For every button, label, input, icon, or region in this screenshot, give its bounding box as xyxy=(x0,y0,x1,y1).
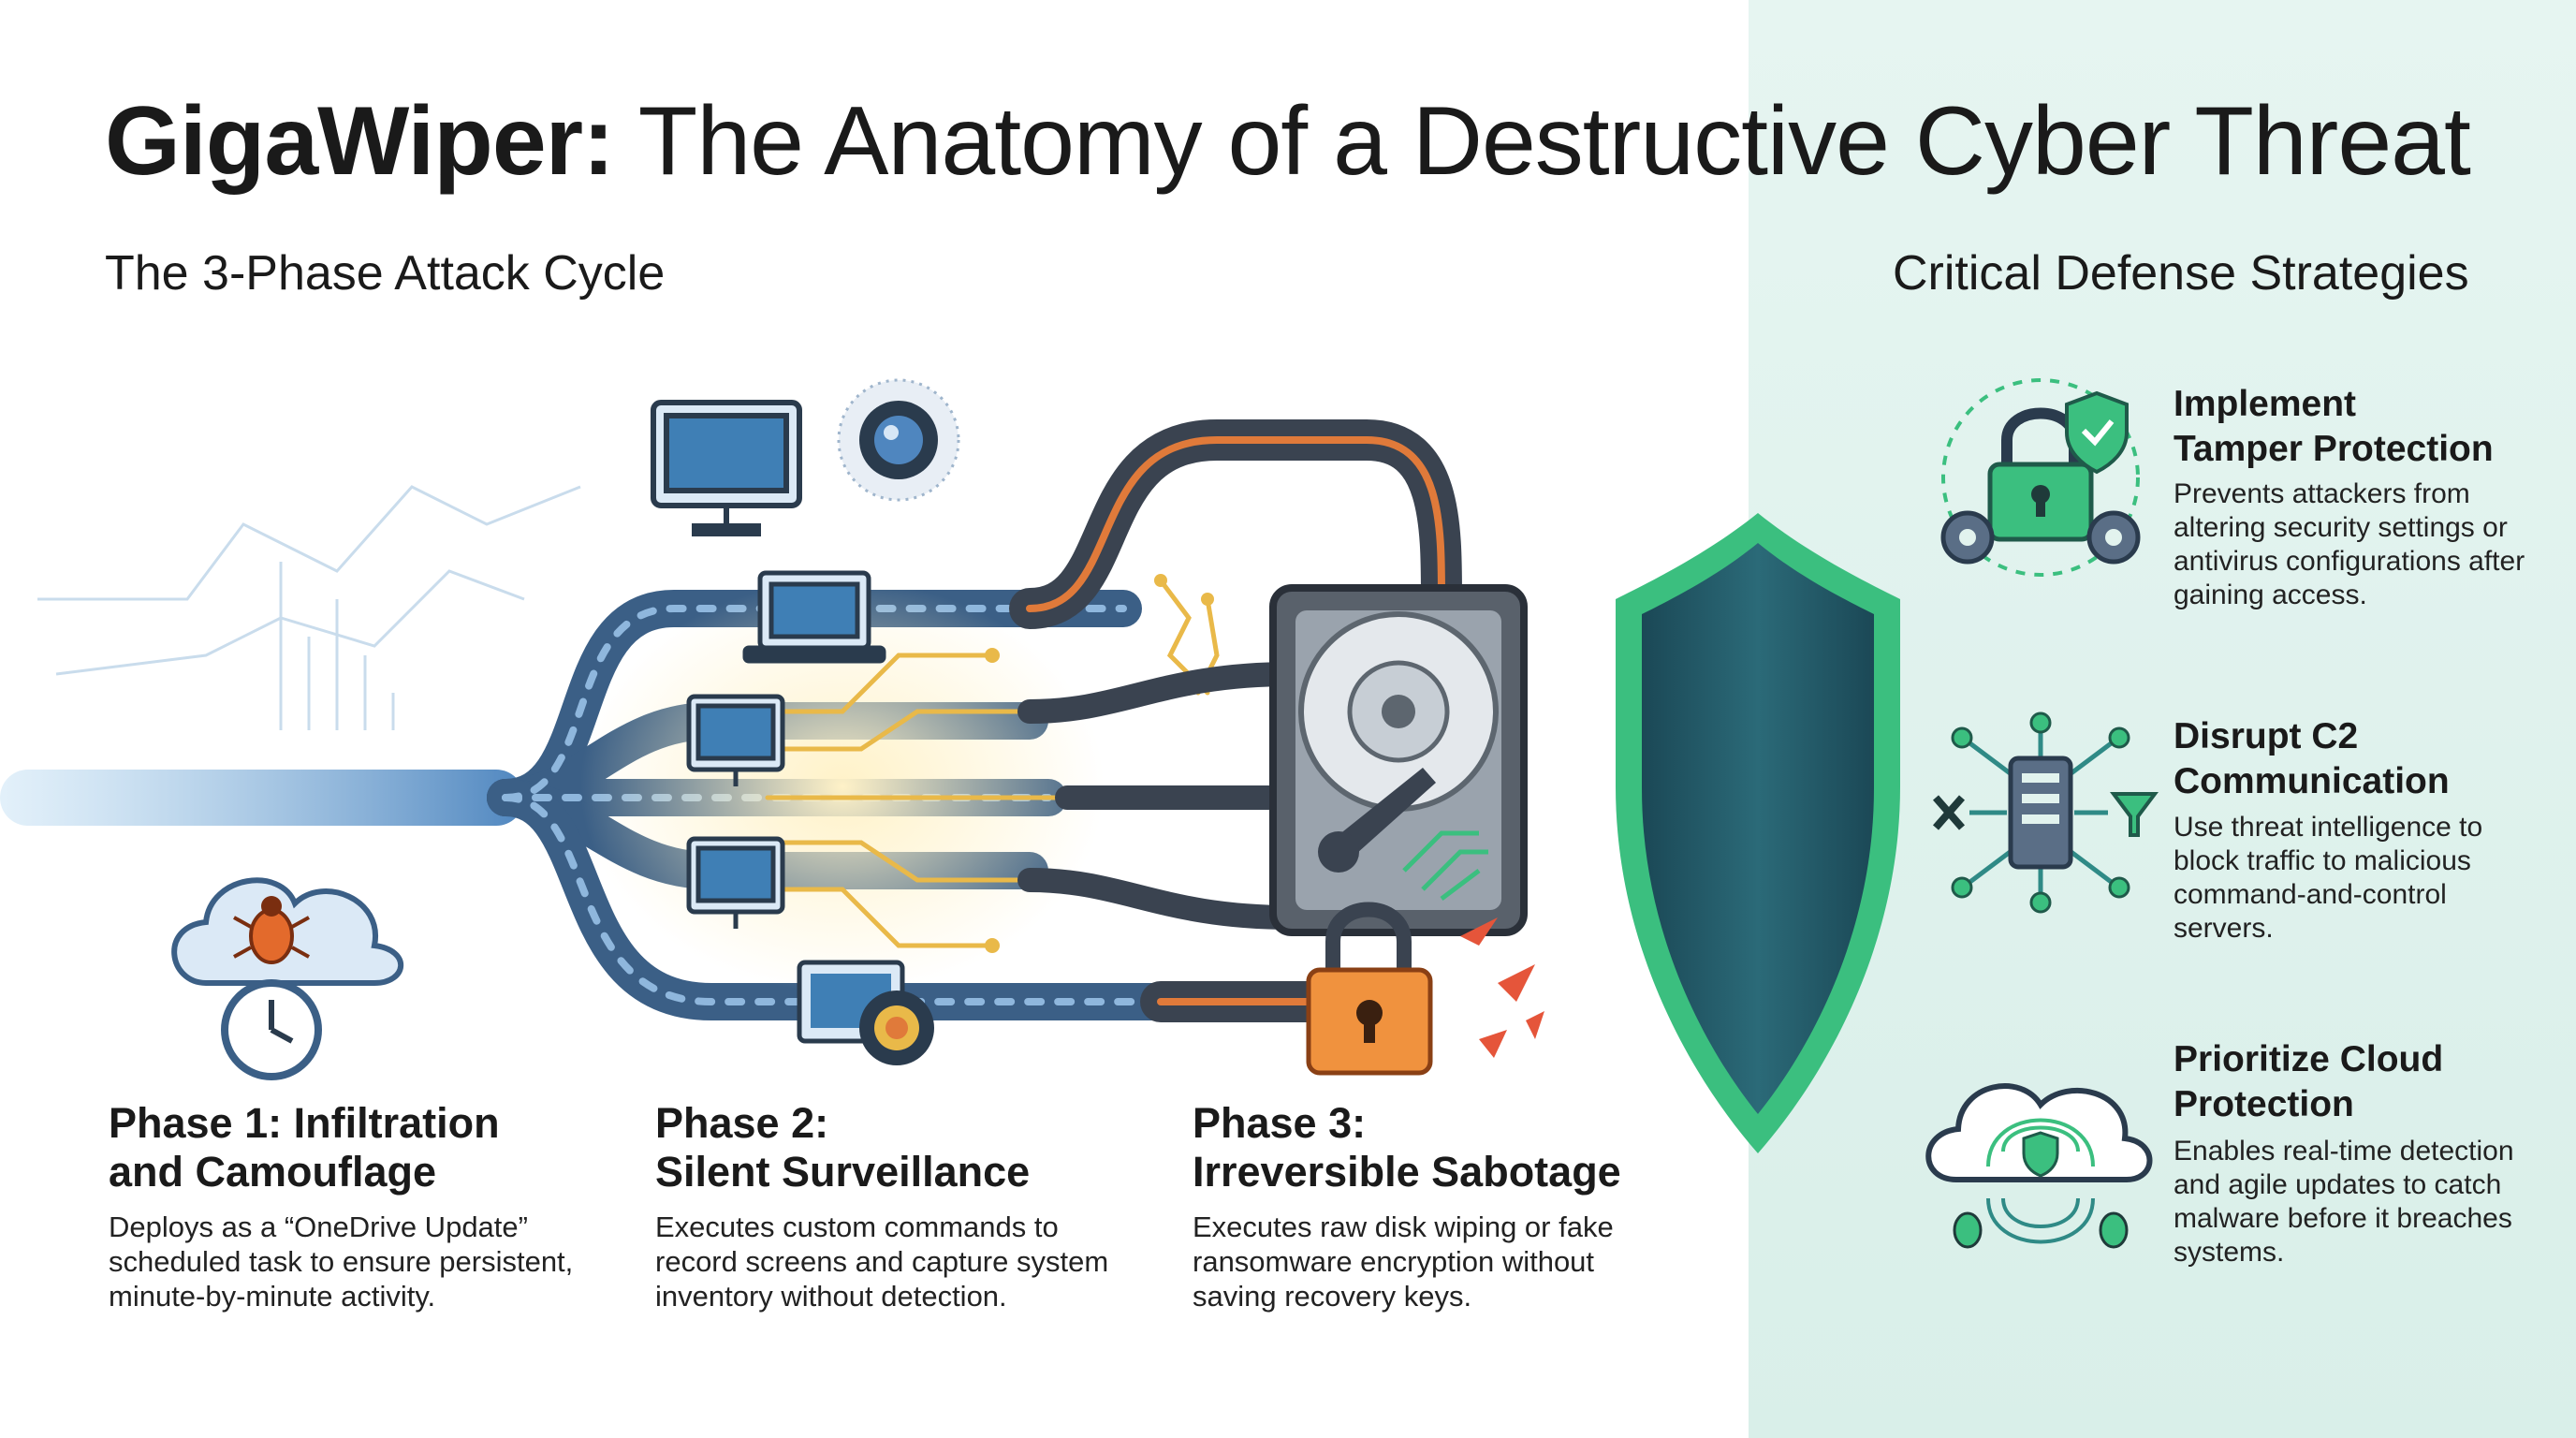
screen-recorder-icon xyxy=(797,960,934,1065)
laptop-icon xyxy=(742,570,886,664)
hard-drive-icon xyxy=(1269,584,1528,936)
background-chart-lines xyxy=(37,485,581,730)
camera-icon xyxy=(837,378,960,502)
cloud-shield-bugs-icon xyxy=(1925,1083,2153,1249)
defense-heading: Critical Defense Strategies xyxy=(1893,246,2469,301)
phase-3-description: Executes raw disk wiping or fake ransomw… xyxy=(1193,1211,1614,1313)
phase-1-description: Deploys as a “OneDrive Update” scheduled… xyxy=(109,1211,574,1313)
phase-2-description: Executes custom commands to record scree… xyxy=(655,1211,1109,1313)
strategy-1-description: Prevents attackers from altering securit… xyxy=(2174,478,2525,610)
cloud-bug-clock-icon xyxy=(171,877,404,1080)
padlock-icon xyxy=(1306,902,1433,1076)
monitor-icon xyxy=(651,400,802,536)
shield-icon xyxy=(1616,513,1900,1153)
orange-pipe xyxy=(1009,419,1462,1023)
input-data-pipe xyxy=(0,770,524,826)
dark-pipes xyxy=(1017,662,1304,930)
monitor-icon xyxy=(686,836,785,929)
attack-cycle-heading: The 3-Phase Attack Cycle xyxy=(105,246,666,301)
page-title: GigaWiper: The Anatomy of a Destructive … xyxy=(105,87,2471,196)
shatter-fragments xyxy=(1460,917,1544,1058)
phase-2-title: Phase 2:Silent Surveillance xyxy=(655,1099,1031,1196)
strategy-3-description: Enables real-time detection and agile up… xyxy=(2174,1136,2514,1268)
lock-shield-gears-icon xyxy=(1940,378,2141,577)
server-network-filter-icon xyxy=(1932,712,2159,914)
strategy-2-description: Use threat intelligence to block traffic… xyxy=(2174,812,2483,944)
phase-3-title: Phase 3:Irreversible Sabotage xyxy=(1193,1099,1621,1196)
monitor-icon xyxy=(686,694,785,786)
